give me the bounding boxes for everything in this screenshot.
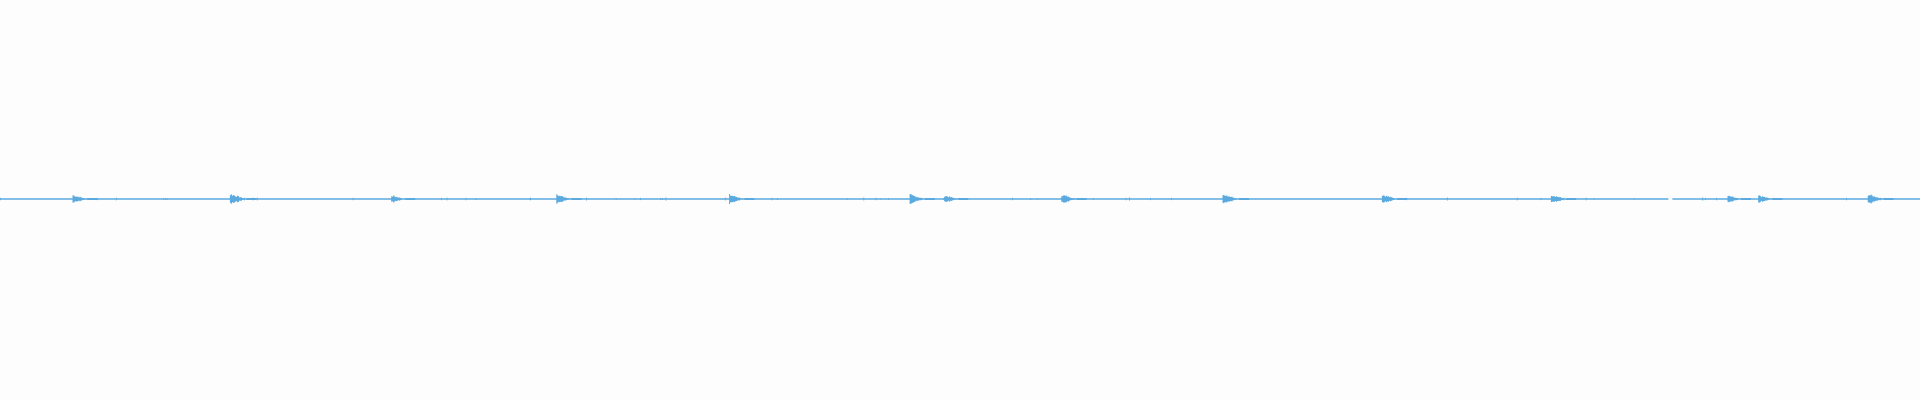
waveform-burst-path: [1550, 196, 1566, 202]
waveform-burst-path: [1867, 194, 1884, 204]
waveform-burst-path: [944, 196, 959, 202]
waveform-burst: [1381, 195, 1408, 203]
waveform-burst: [556, 194, 582, 204]
waveform-burst: [72, 195, 98, 203]
waveform-burst: [1867, 194, 1894, 204]
waveform-burst-path: [556, 194, 572, 204]
waveform-burst-path: [1727, 195, 1741, 203]
waveform-burst: [1222, 194, 1250, 204]
waveform-burst: [1550, 196, 1577, 202]
waveform-layer: [0, 194, 1920, 204]
waveform-burst-path: [72, 195, 88, 203]
waveform-burst: [229, 194, 257, 204]
waveform-burst: [391, 195, 416, 203]
waveform-burst-path: [1222, 194, 1239, 204]
waveform-burst-path: [1381, 195, 1397, 203]
waveform-burst-path: [909, 194, 925, 204]
waveform-burst: [1061, 195, 1087, 203]
waveform-burst-path: [729, 194, 745, 204]
waveform-burst: [944, 196, 969, 202]
waveform-burst-path: [391, 195, 406, 203]
waveform-burst: [909, 194, 935, 204]
waveform-burst: [1758, 195, 1783, 203]
waveform-burst-path: [1061, 195, 1077, 203]
waveform-burst: [729, 194, 755, 204]
waveform-burst-path: [1758, 195, 1773, 203]
waveform-burst: [1727, 195, 1751, 203]
